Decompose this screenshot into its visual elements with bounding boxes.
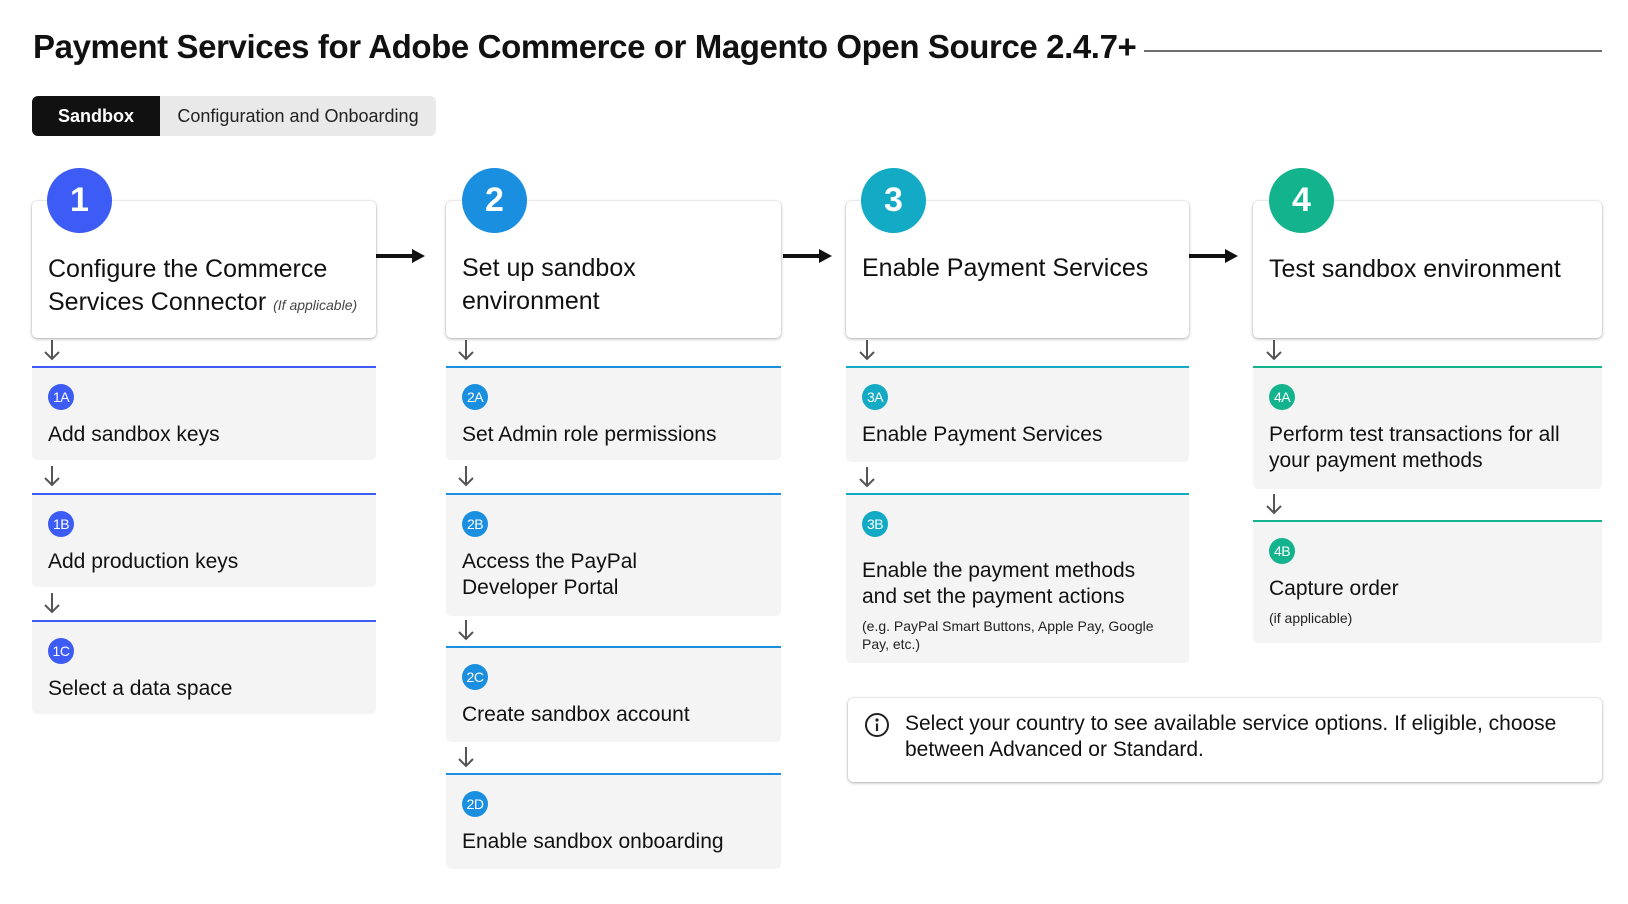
arrow-down-icon (458, 466, 474, 487)
substep-4a: 4A Perform test transactions for all you… (1253, 366, 1602, 489)
substep-badge: 2C (462, 664, 488, 690)
substep-badge: 2D (462, 791, 488, 817)
step-3-number: 3 (861, 168, 926, 233)
substep-badge: 1C (48, 638, 74, 664)
arrow-down-icon (44, 466, 60, 487)
arrow-right-icon (376, 249, 425, 263)
arrow-right-icon (1189, 249, 1238, 263)
step-1-note: (If applicable) (273, 297, 358, 313)
substep-1b: 1B Add production keys (32, 493, 376, 587)
info-text: Select your country to see available ser… (905, 712, 1557, 761)
step-1-title-line1: Configure the Commerce (48, 255, 328, 283)
substep-label: Select a data space (48, 677, 233, 700)
substep-badge: 4A (1269, 384, 1295, 410)
substep-2d: 2D Enable sandbox onboarding (446, 773, 781, 869)
tab-pill: Sandbox Configuration and Onboarding (32, 96, 436, 136)
substep-badge: 3B (862, 511, 888, 537)
substep-3a: 3A Enable Payment Services (846, 366, 1189, 462)
step-4-card: Test sandbox environment (1253, 201, 1602, 338)
substep-4b: 4B Capture order (if applicable) (1253, 520, 1602, 643)
substep-label: Capture order (1269, 577, 1399, 600)
substep-badge: 1A (48, 384, 74, 410)
step-2-title: Set up sandbox environment (462, 252, 636, 318)
substep-2b: 2B Access the PayPal Developer Portal (446, 493, 781, 616)
arrow-down-icon (1266, 340, 1282, 361)
substep-label: Set Admin role permissions (462, 423, 717, 446)
step-2-title-line2: environment (462, 287, 600, 315)
title-divider (1144, 50, 1602, 52)
arrow-down-icon (859, 340, 875, 361)
arrow-down-icon (859, 467, 875, 488)
substep-note: (if applicable) (1269, 610, 1353, 626)
info-box: Select your country to see available ser… (848, 698, 1602, 782)
substep-label: Add production keys (48, 550, 239, 573)
substep-1c: 1C Select a data space (32, 620, 376, 714)
substep-label: Create sandbox account (462, 703, 690, 726)
substep-label: Enable the payment methods and set the p… (862, 559, 1136, 608)
substep-label: Enable sandbox onboarding (462, 830, 724, 853)
step-2-card: Set up sandbox environment (446, 201, 781, 338)
substep-3b: 3B Enable the payment methods and set th… (846, 493, 1189, 663)
tab-configuration-onboarding[interactable]: Configuration and Onboarding (160, 96, 436, 136)
arrow-down-icon (44, 340, 60, 361)
arrow-down-icon (458, 747, 474, 768)
arrow-down-icon (458, 620, 474, 641)
step-4-title: Test sandbox environment (1269, 255, 1561, 283)
substep-label: Perform test transactions for all your p… (1269, 423, 1560, 472)
step-2-title-line1: Set up sandbox (462, 254, 636, 282)
step-1-number: 1 (47, 168, 112, 233)
substep-badge: 2B (462, 511, 488, 537)
substep-note: (e.g. PayPal Smart Buttons, Apple Pay, G… (862, 618, 1154, 652)
substep-badge: 1B (48, 511, 74, 537)
step-1-title-line2: Services Connector (48, 288, 267, 316)
step-4-number: 4 (1269, 168, 1334, 233)
substep-badge: 2A (462, 384, 488, 410)
arrow-down-icon (1266, 494, 1282, 515)
substep-label: Add sandbox keys (48, 423, 220, 446)
step-3-card: Enable Payment Services (846, 201, 1189, 338)
substep-2c: 2C Create sandbox account (446, 646, 781, 742)
step-1-card: Configure the Commerce Services Connecto… (32, 201, 376, 338)
info-icon (865, 713, 889, 737)
step-3-title: Enable Payment Services (862, 254, 1149, 282)
arrow-down-icon (44, 593, 60, 614)
substep-1a: 1A Add sandbox keys (32, 366, 376, 460)
substep-badge: 4B (1269, 538, 1295, 564)
arrow-right-icon (783, 249, 832, 263)
substep-2a: 2A Set Admin role permissions (446, 366, 781, 460)
tab-sandbox[interactable]: Sandbox (32, 96, 160, 136)
page-title: Payment Services for Adobe Commerce or M… (33, 28, 1137, 65)
substep-label: Enable Payment Services (862, 423, 1103, 446)
step-2-number: 2 (462, 168, 527, 233)
step-1-title: Configure the Commerce Services Connecto… (48, 253, 357, 322)
substep-label: Access the PayPal Developer Portal (462, 550, 638, 599)
substep-badge: 3A (862, 384, 888, 410)
arrow-down-icon (458, 340, 474, 361)
